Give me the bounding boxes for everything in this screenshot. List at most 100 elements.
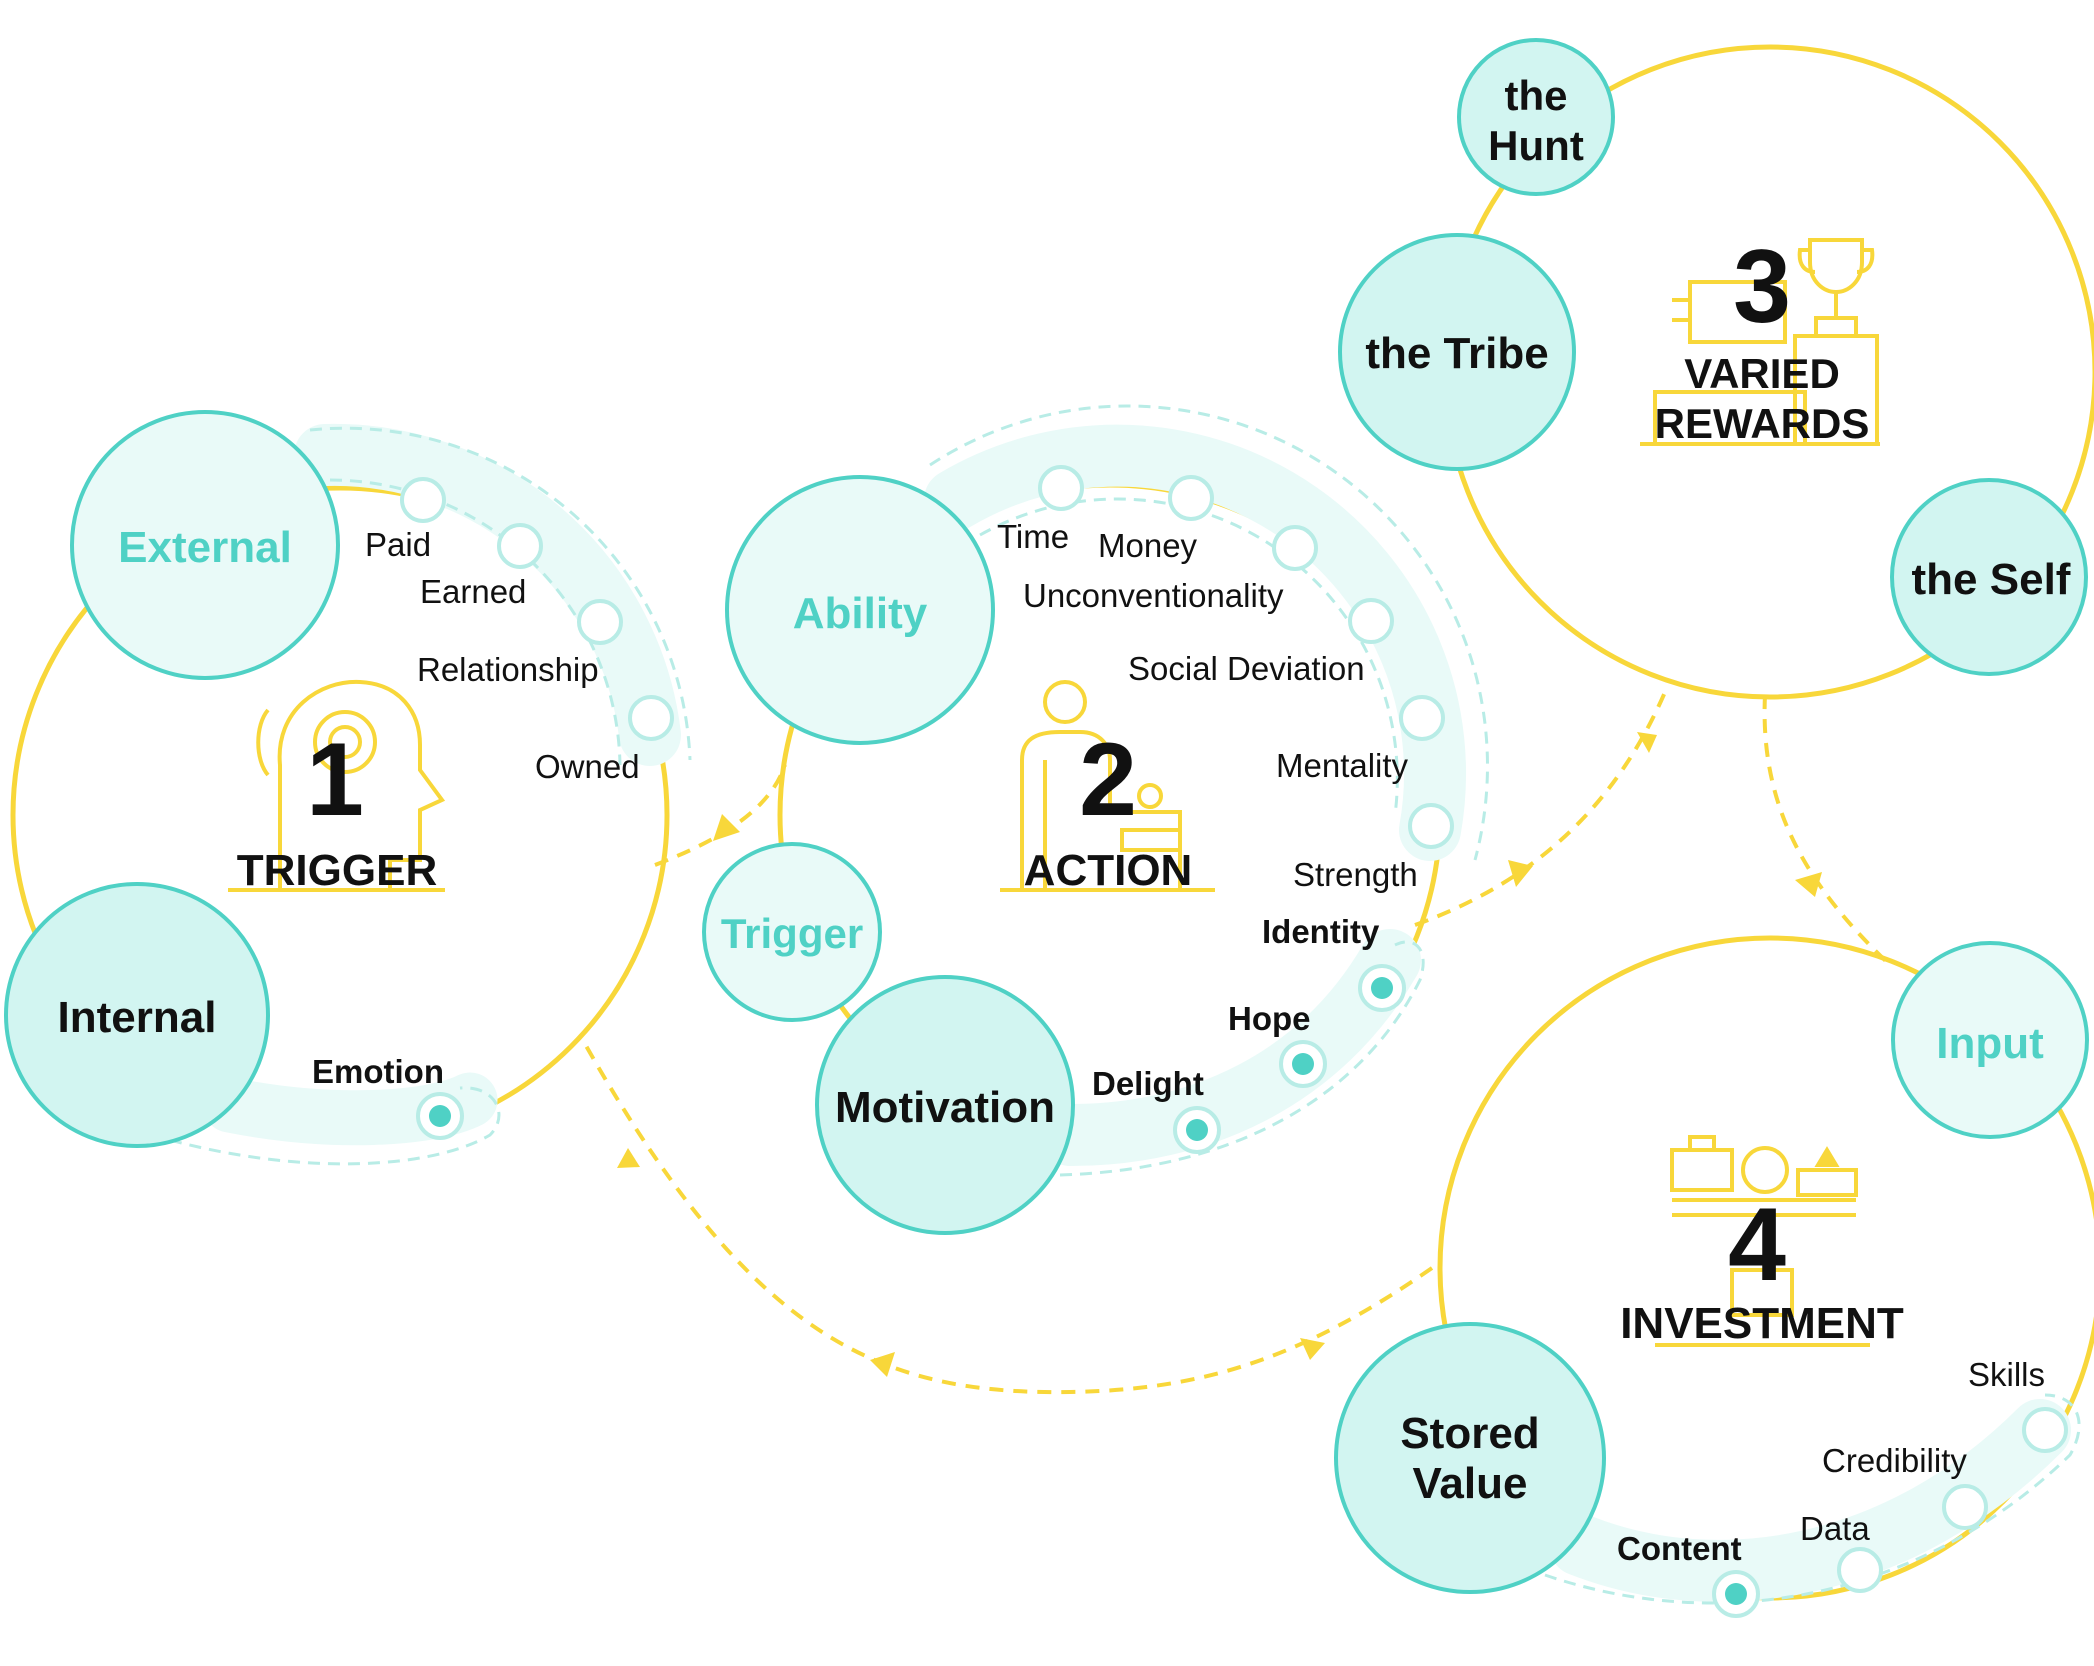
investment-number: 4 <box>1728 1187 1786 1303</box>
phase-labels: 1 TRIGGER 2 ACTION 3 VARIED REWARDS 4 IN… <box>237 229 1904 1348</box>
item-hope: Hope <box>1228 1000 1311 1037</box>
item-identity: Identity <box>1262 913 1380 950</box>
dot-skills <box>2022 1407 2068 1453</box>
head-outline-icon <box>277 679 446 890</box>
item-dots-filled <box>416 964 1760 1618</box>
trigger-number: 1 <box>306 722 364 838</box>
arrow-action-to-rewards <box>1414 684 1670 927</box>
item-content: Content <box>1617 1530 1742 1567</box>
arrowhead-4 <box>1795 872 1822 897</box>
scale-icon <box>1796 1168 1858 1197</box>
desk-icon <box>1120 828 1182 852</box>
hub-input-label: Input <box>1936 1019 2044 1068</box>
hub-labels: External Internal Ability Trigger Motiva… <box>58 72 2071 1508</box>
trigger-external-band-outer <box>309 426 692 761</box>
person-body-icon <box>1020 730 1182 890</box>
item-labels: Paid Earned Relationship Owned Time Mone… <box>365 518 2045 1547</box>
investment-title: INVESTMENT <box>1620 1299 1904 1348</box>
dot-data <box>1837 1547 1883 1593</box>
hub-internal <box>4 882 270 1148</box>
dot-emotion <box>429 1105 451 1127</box>
arrowhead-1 <box>713 814 740 841</box>
hub-the-tribe <box>1338 233 1576 471</box>
arrowhead-7 <box>617 1148 640 1168</box>
dot-time <box>1038 465 1084 511</box>
dot-hope <box>1292 1053 1314 1075</box>
action-number: 2 <box>1079 722 1137 838</box>
arrowhead-3 <box>1637 732 1657 753</box>
investment-band-outer <box>1544 1393 2081 1605</box>
hub-tribe-label: the Tribe <box>1365 329 1548 378</box>
hub-external <box>70 410 340 680</box>
arrow-rewards-to-investment <box>1762 694 1892 967</box>
person-head-icon <box>1043 680 1087 724</box>
arrow-heads <box>617 732 1822 1377</box>
hub-stored-label-line1: Stored <box>1400 1409 1539 1458</box>
hub-trigger <box>702 842 882 1022</box>
item-owned: Owned <box>535 748 640 785</box>
dot-money <box>1168 475 1214 521</box>
item-dots-hollow <box>400 465 2068 1593</box>
rewards-icon <box>1640 238 1880 446</box>
hub-hunt-label-line1: the <box>1505 72 1568 119</box>
investment-band <box>1549 1399 2071 1602</box>
hub-the-self <box>1890 478 2088 676</box>
item-paid: Paid <box>365 526 431 563</box>
trigger-internal-band-outer <box>169 1086 501 1166</box>
action-motivation-band-outer <box>1059 940 1425 1177</box>
hub-self-label: the Self <box>1912 555 2071 604</box>
hub-stored-label-line2: Value <box>1413 1459 1528 1508</box>
action-motivation-band <box>1039 929 1421 1166</box>
item-delight: Delight <box>1092 1065 1204 1102</box>
hub-external-label: External <box>118 523 292 572</box>
arrow-trigger-to-action <box>654 764 787 867</box>
dot-relationship <box>577 599 623 645</box>
platform-icon <box>1688 280 1787 344</box>
target-icon <box>313 710 377 774</box>
dot-earned <box>497 523 543 569</box>
dot-strength <box>1408 803 1454 849</box>
rewards-title-line1: VARIED <box>1684 350 1840 397</box>
dot-paid <box>400 477 446 523</box>
hub-internal-label: Internal <box>58 993 217 1042</box>
trophy-icon <box>1808 238 1864 295</box>
trigger-title: TRIGGER <box>237 846 437 895</box>
hub-stored-value <box>1334 1322 1606 1594</box>
hub-motivation <box>815 975 1075 1235</box>
hub-hunt-label-line2: Hunt <box>1488 122 1584 169</box>
hub-input <box>1891 941 2089 1139</box>
dot-unconventionality <box>1272 525 1318 571</box>
dot-owned <box>628 695 674 741</box>
item-social-deviation: Social Deviation <box>1128 650 1365 687</box>
item-mentality: Mentality <box>1276 747 1409 784</box>
action-icon <box>1000 680 1215 892</box>
arrowhead-2 <box>1508 860 1533 887</box>
highlight-item-labels: Emotion Identity Hope Delight Content <box>312 913 1742 1567</box>
rewards-title-line2: REWARDS <box>1655 400 1870 447</box>
item-earned: Earned <box>420 573 526 610</box>
item-time: Time <box>997 518 1069 555</box>
person-head-icon-2 <box>1741 1146 1789 1194</box>
item-skills: Skills <box>1968 1356 2045 1393</box>
briefcase-icon <box>1670 1148 1734 1192</box>
item-unconventionality: Unconventionality <box>1023 577 1284 614</box>
investment-icon <box>1655 1135 1870 1347</box>
trigger-external-band <box>294 423 681 766</box>
dot-delight <box>1186 1119 1208 1141</box>
hub-the-hunt <box>1457 38 1615 196</box>
signal-arc-icon <box>256 708 270 777</box>
dot-content <box>1725 1583 1747 1605</box>
rewards-number: 3 <box>1733 229 1791 345</box>
hub-motivation-label: Motivation <box>835 1083 1055 1132</box>
item-credibility: Credibility <box>1822 1442 1967 1479</box>
action-title: ACTION <box>1024 846 1193 895</box>
hub-trigger-label: Trigger <box>721 910 863 957</box>
arrowhead-5 <box>1300 1338 1325 1360</box>
dot-credibility <box>1942 1484 1988 1530</box>
hub-circles <box>4 38 2089 1594</box>
item-relationship: Relationship <box>417 651 599 688</box>
item-data: Data <box>1800 1510 1870 1547</box>
hub-ability <box>725 475 995 745</box>
arrowhead-6 <box>870 1352 895 1377</box>
